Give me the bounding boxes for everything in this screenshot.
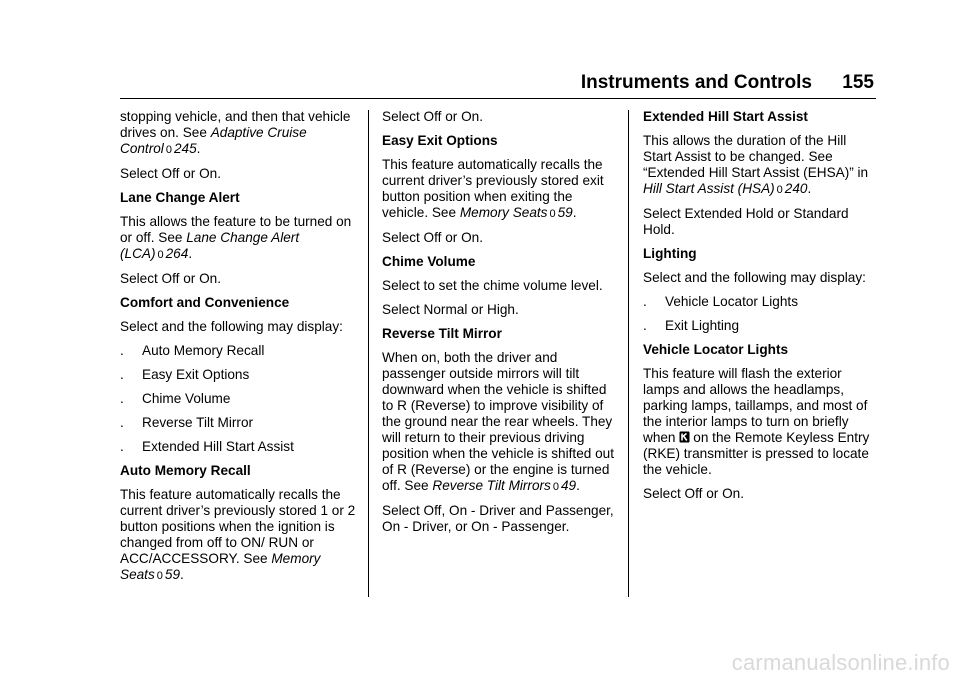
cross-reference[interactable]: Hill Start Assist (HSA) (643, 181, 775, 196)
heading-vehicle-locator-lights: Vehicle Locator Lights (643, 342, 789, 357)
bullet-icon: . (120, 415, 124, 430)
paragraph: Select and the following may display: (120, 319, 343, 334)
list-item: .Extended Hill Start Assist (120, 439, 294, 454)
page-reference[interactable]: 59 (164, 567, 181, 582)
page-ref-icon: 0 (156, 570, 163, 582)
list-item: .Reverse Tilt Mirror (120, 415, 254, 430)
paragraph: Select Off or On. (120, 166, 221, 181)
page-reference[interactable]: 49 (560, 478, 577, 493)
paragraph: This feature will flash the exterior lam… (643, 366, 870, 477)
heading-reverse-tilt-mirror: Reverse Tilt Mirror (382, 326, 502, 341)
paragraph: Select Off or On. (382, 230, 483, 245)
paragraph: This allows the duration of the Hill Sta… (643, 133, 869, 196)
page-ref-icon: 0 (549, 208, 556, 220)
page-number: 155 (842, 72, 874, 93)
list-item: .Chime Volume (120, 391, 231, 406)
list-item: .Easy Exit Options (120, 367, 250, 382)
cross-reference[interactable]: Memory Seats (459, 205, 548, 220)
list-item: .Exit Lighting (643, 318, 740, 333)
page-ref-icon: 0 (157, 249, 164, 261)
paragraph: Select Extended Hold or Standard Hold. (643, 206, 849, 237)
list-item: .Auto Memory Recall (120, 343, 265, 358)
paragraph: Select Off or On. (120, 271, 221, 286)
bullet-icon: . (120, 439, 124, 454)
page-header: Instruments and Controls 155 (120, 70, 876, 99)
paragraph: This allows the feature to be turned on … (120, 214, 352, 261)
cross-reference[interactable]: Lane Change Alert (LCA) (120, 230, 300, 261)
column-1: stopping vehicle, and then that vehicle … (120, 109, 360, 592)
column-divider-2 (628, 110, 629, 597)
bullet-icon: . (643, 318, 647, 333)
column-divider-1 (368, 110, 369, 597)
page-reference[interactable]: 59 (557, 205, 573, 220)
section-title: Instruments and Controls (580, 72, 812, 93)
paragraph: Select to set the chime volume level. (382, 278, 603, 293)
paragraph: When on, both the driver and passenger o… (382, 350, 614, 493)
heading-auto-memory-recall: Auto Memory Recall (120, 463, 251, 478)
column-2: Select Off or On. Easy Exit Options This… (382, 109, 620, 543)
column-3: Extended Hill Start Assist This allows t… (643, 109, 873, 510)
page-ref-icon: 0 (165, 144, 172, 156)
heading-lane-change-alert: Lane Change Alert (120, 190, 240, 205)
heading-extended-hill-start-assist: Extended Hill Start Assist (643, 109, 808, 124)
heading-lighting: Lighting (643, 246, 697, 261)
heading-comfort-and-convenience: Comfort and Convenience (120, 295, 290, 310)
key-fob-lock-icon (679, 431, 690, 443)
cross-reference[interactable]: Reverse Tilt Mirrors (432, 478, 551, 493)
cross-reference[interactable]: Memory Seats (120, 551, 321, 582)
bullet-icon: . (120, 343, 124, 358)
page-reference[interactable]: 264 (165, 246, 189, 261)
page-reference[interactable]: 240 (784, 181, 808, 196)
heading-easy-exit-options: Easy Exit Options (382, 133, 498, 148)
paragraph: Select Off, On - Driver and Passenger, O… (382, 503, 614, 534)
paragraph: Select Off or On. (382, 109, 483, 124)
page-ref-icon: 0 (776, 184, 783, 196)
paragraph: This feature automatically recalls the c… (382, 157, 604, 220)
list-item: .Vehicle Locator Lights (643, 294, 799, 309)
paragraph: Select and the following may display: (643, 270, 866, 285)
paragraph: This feature automatically recalls the c… (120, 487, 356, 582)
page-ref-icon: 0 (552, 481, 559, 493)
paragraph: Select Normal or High. (382, 302, 519, 317)
paragraph: Select Off or On. (643, 486, 744, 501)
bullet-icon: . (120, 391, 124, 406)
bullet-icon: . (643, 294, 647, 309)
paragraph: stopping vehicle, and then that vehicle … (120, 109, 351, 156)
cross-reference[interactable]: Adaptive Cruise Control (120, 125, 307, 156)
bullet-icon: . (120, 367, 124, 382)
watermark: carmanualsonline.info (731, 650, 950, 675)
page-reference[interactable]: 245 (173, 141, 197, 156)
heading-chime-volume: Chime Volume (382, 254, 476, 269)
